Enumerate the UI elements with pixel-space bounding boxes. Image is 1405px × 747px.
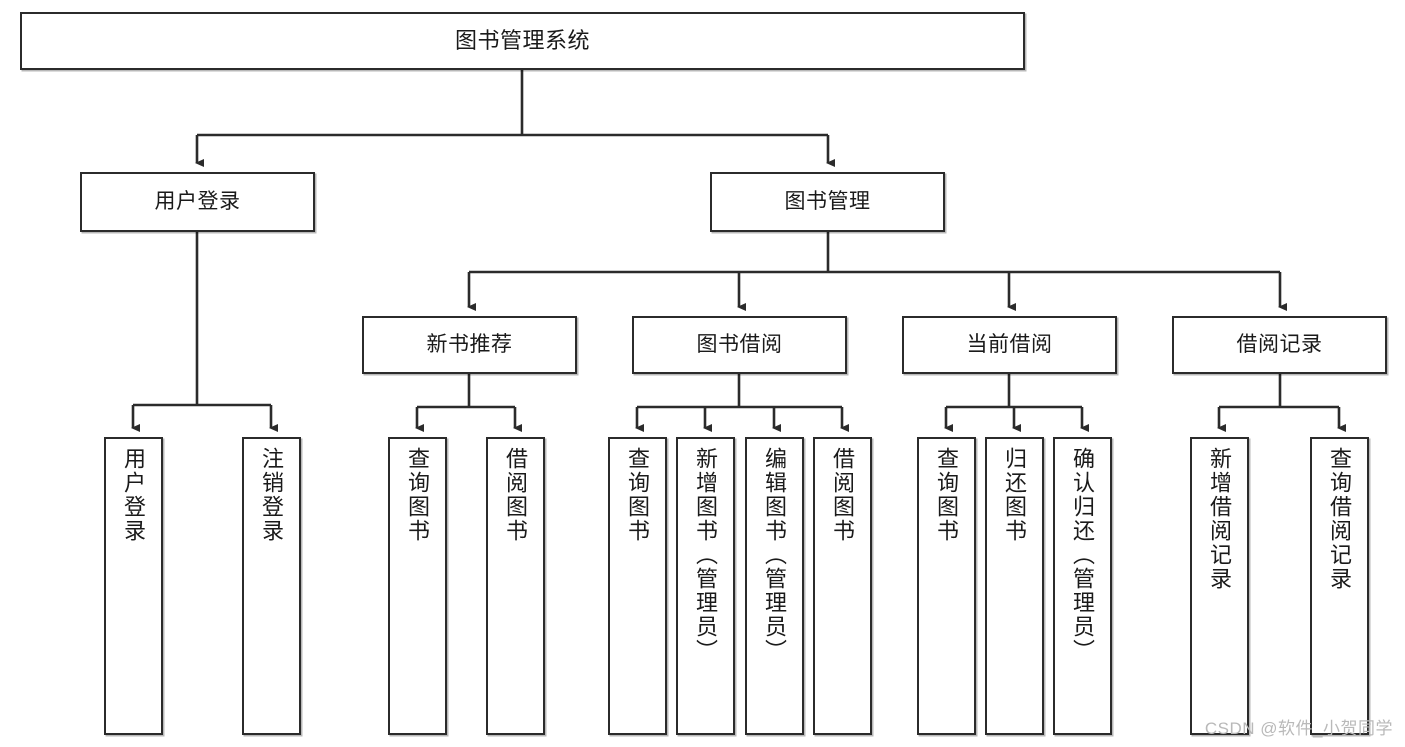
node-leaf-logout-login[interactable]: 注销登录 [242,437,301,735]
node-leaf-borrow-book-2[interactable]: 借阅图书 [813,437,872,735]
node-leaf-logout-login-label: 注销登录 [259,447,285,543]
node-leaf-query-book-1-label: 查询图书 [405,447,431,543]
node-leaf-query-book-3-label: 查询图书 [934,447,960,543]
node-leaf-user-login[interactable]: 用户登录 [104,437,163,735]
node-new-book-rec[interactable]: 新书推荐 [362,316,577,374]
node-leaf-borrow-book-1-label: 借阅图书 [503,447,529,543]
node-leaf-return-book[interactable]: 归还图书 [985,437,1044,735]
node-leaf-user-login-label: 用户登录 [121,447,147,543]
node-book-borrow-label: 图书借阅 [696,333,783,357]
node-leaf-query-book-2-label: 查询图书 [625,447,651,543]
node-book-manage[interactable]: 图书管理 [710,172,945,232]
node-root-label: 图书管理系统 [454,28,590,54]
node-root[interactable]: 图书管理系统 [20,12,1025,70]
node-new-book-rec-label: 新书推荐 [426,333,513,357]
node-leaf-add-record-label: 新增借阅记录 [1207,447,1233,591]
node-user-login[interactable]: 用户登录 [80,172,315,232]
node-leaf-query-record-label: 查询借阅记录 [1327,447,1353,591]
node-user-login-label: 用户登录 [154,190,241,214]
node-leaf-edit-book-label: 编辑图书（管理员） [762,447,788,663]
node-leaf-confirm-return[interactable]: 确认归还（管理员） [1053,437,1112,735]
node-leaf-return-book-label: 归还图书 [1002,447,1028,543]
node-leaf-borrow-book-2-label: 借阅图书 [830,447,856,543]
node-leaf-query-book-3[interactable]: 查询图书 [917,437,976,735]
node-leaf-add-record[interactable]: 新增借阅记录 [1190,437,1249,735]
node-leaf-borrow-book-1[interactable]: 借阅图书 [486,437,545,735]
node-leaf-confirm-return-label: 确认归还（管理员） [1070,447,1096,663]
node-current-borrow-label: 当前借阅 [966,333,1053,357]
watermark-text: CSDN @软件_小贺同学 [1204,719,1393,738]
node-borrow-record-label: 借阅记录 [1236,333,1323,357]
node-leaf-edit-book[interactable]: 编辑图书（管理员） [745,437,804,735]
node-leaf-query-record[interactable]: 查询借阅记录 [1310,437,1369,735]
node-leaf-add-book-label: 新增图书（管理员） [693,447,719,663]
node-book-borrow[interactable]: 图书借阅 [632,316,847,374]
node-leaf-add-book[interactable]: 新增图书（管理员） [676,437,735,735]
node-current-borrow[interactable]: 当前借阅 [902,316,1117,374]
node-leaf-query-book-2[interactable]: 查询图书 [608,437,667,735]
node-book-manage-label: 图书管理 [784,190,871,214]
node-borrow-record[interactable]: 借阅记录 [1172,316,1387,374]
node-leaf-query-book-1[interactable]: 查询图书 [388,437,447,735]
